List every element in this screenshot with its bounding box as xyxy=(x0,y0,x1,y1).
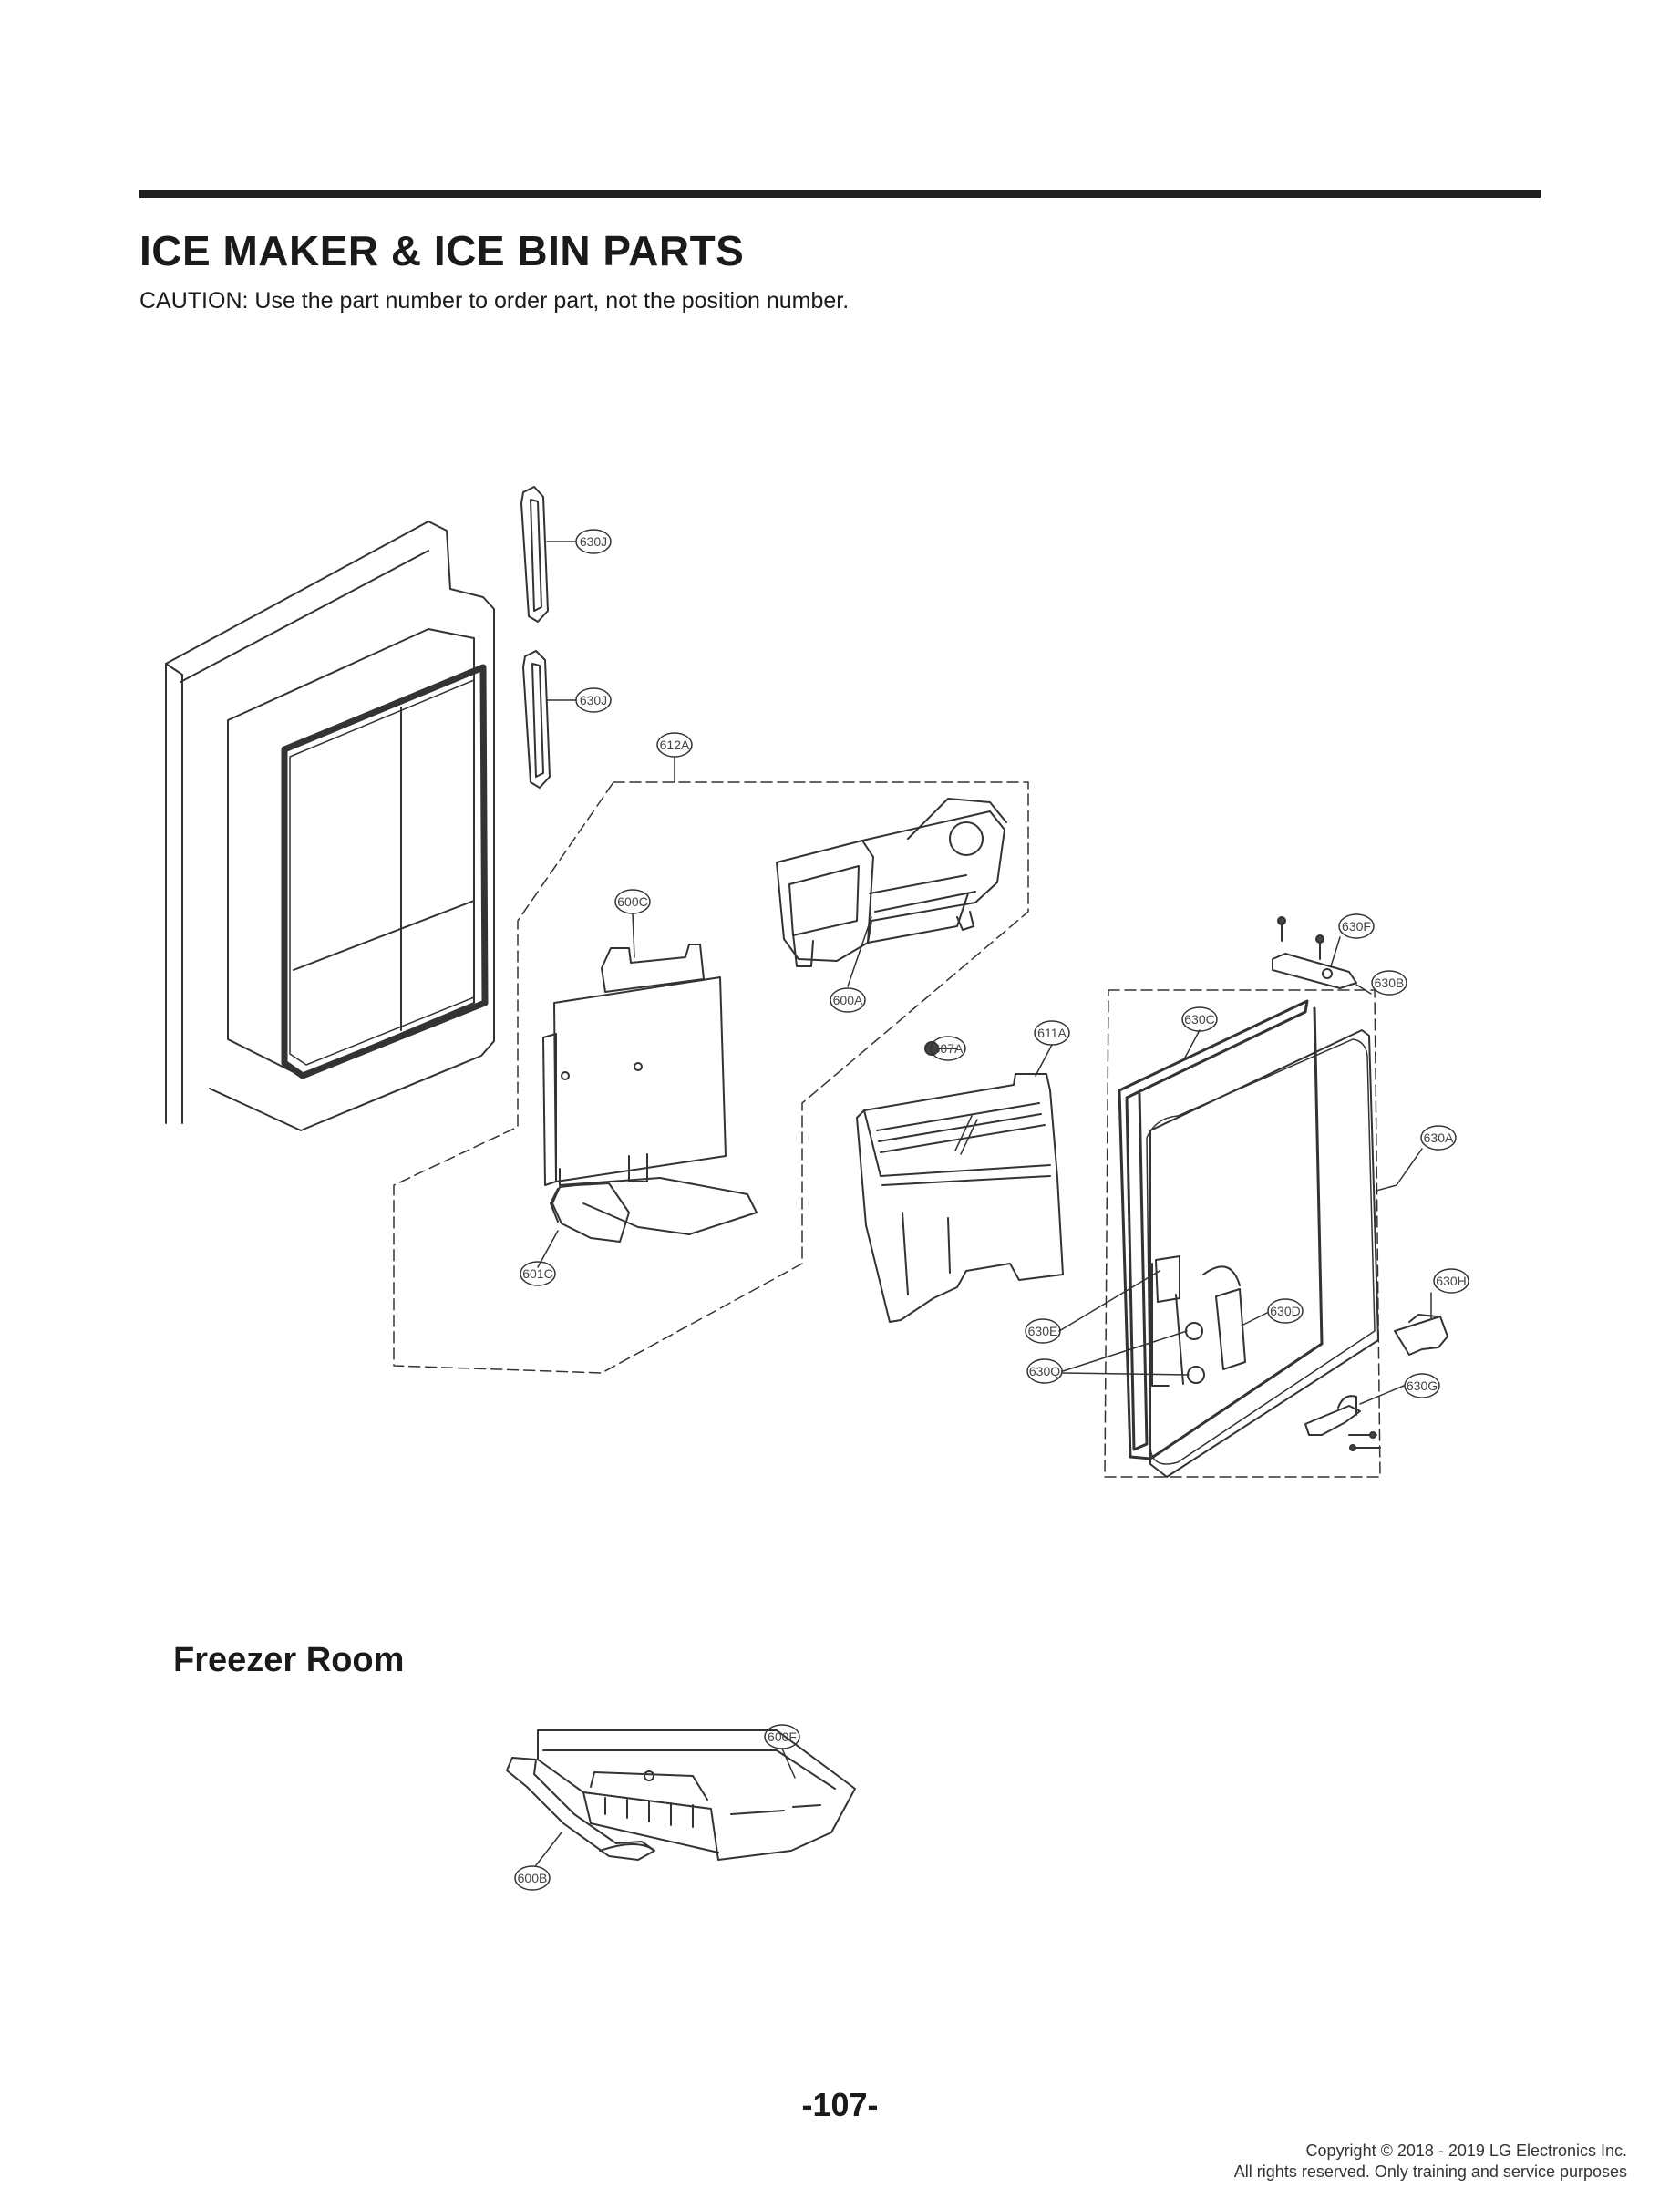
freezer-door-panel xyxy=(165,521,495,1131)
callout-630D: 630D xyxy=(1241,1298,1304,1326)
bin-door-assembly-boundary xyxy=(1104,989,1381,1478)
hinge-top xyxy=(1272,916,1357,989)
ice-maker-bracket xyxy=(542,944,758,1243)
page-number: -107- xyxy=(801,2086,879,2123)
screw-607A xyxy=(924,1041,958,1056)
section-title-freezer-room: Freezer Room xyxy=(173,1641,405,1679)
callout-600B: 600B xyxy=(514,1832,562,1891)
callout-630B: 630B xyxy=(1355,970,1407,996)
callout-630E: 630E xyxy=(1025,1270,1160,1344)
svg-text:630H: 630H xyxy=(1436,1274,1466,1288)
freezer-ice-maker xyxy=(506,1729,856,1861)
callout-630G: 630G xyxy=(1359,1373,1440,1405)
callout-600F: 600F xyxy=(764,1724,800,1779)
svg-text:600F: 600F xyxy=(768,1729,797,1744)
svg-text:600C: 600C xyxy=(617,894,647,909)
header-rule xyxy=(139,190,1541,198)
callout-611A: 611A xyxy=(1034,1020,1070,1077)
callout-607A: 607A xyxy=(930,1036,966,1061)
svg-text:630E: 630E xyxy=(1028,1324,1058,1338)
svg-text:630J: 630J xyxy=(580,693,607,707)
svg-text:630C: 630C xyxy=(1184,1012,1214,1027)
caution-note: CAUTION: Use the part number to order pa… xyxy=(139,288,850,314)
callout-630A: 630A xyxy=(1376,1125,1457,1192)
ice-maker-unit xyxy=(776,798,1007,967)
callout-630J-lower: 630J xyxy=(546,687,612,713)
ice-bin xyxy=(856,1073,1064,1323)
callout-630Q: 630Q xyxy=(1026,1330,1190,1384)
ice-bin-door xyxy=(1118,999,1379,1478)
svg-text:630D: 630D xyxy=(1270,1304,1300,1318)
callout-601C: 601C xyxy=(520,1230,559,1286)
page-title: ICE MAKER & ICE BIN PARTS xyxy=(139,227,745,274)
svg-text:630F: 630F xyxy=(1342,919,1371,934)
hinge-cap-upper xyxy=(520,486,549,623)
copyright-line-1: Copyright © 2018 - 2019 LG Electronics I… xyxy=(1305,2142,1627,2160)
copyright-notice: Copyright © 2018 - 2019 LG Electronics I… xyxy=(1234,2141,1627,2183)
callout-600C: 600C xyxy=(614,889,651,958)
svg-text:600B: 600B xyxy=(518,1871,548,1885)
svg-text:630B: 630B xyxy=(1375,975,1405,990)
svg-text:600A: 600A xyxy=(833,993,863,1007)
callout-630J-upper: 630J xyxy=(546,529,612,554)
svg-text:630J: 630J xyxy=(580,534,607,549)
callout-600A: 600A xyxy=(830,916,872,1013)
callout-630H: 630H xyxy=(1430,1268,1469,1319)
svg-text:611A: 611A xyxy=(1037,1026,1067,1040)
svg-text:630G: 630G xyxy=(1407,1378,1438,1393)
svg-text:630Q: 630Q xyxy=(1029,1364,1060,1378)
hinge-bottom xyxy=(1304,1395,1381,1451)
svg-text:612A: 612A xyxy=(660,738,690,752)
callout-612A: 612A xyxy=(656,732,693,783)
assembly-612A-boundary xyxy=(393,781,1029,1374)
svg-text:601C: 601C xyxy=(522,1266,552,1281)
callout-630C: 630C xyxy=(1181,1006,1218,1058)
callout-630F: 630F xyxy=(1330,913,1375,967)
svg-text:607A: 607A xyxy=(933,1041,964,1056)
copyright-line-2: All rights reserved. Only training and s… xyxy=(1233,2162,1627,2181)
svg-text:630A: 630A xyxy=(1424,1130,1454,1145)
hinge-cap-lower xyxy=(522,650,551,789)
hinge-cover xyxy=(1394,1314,1448,1356)
